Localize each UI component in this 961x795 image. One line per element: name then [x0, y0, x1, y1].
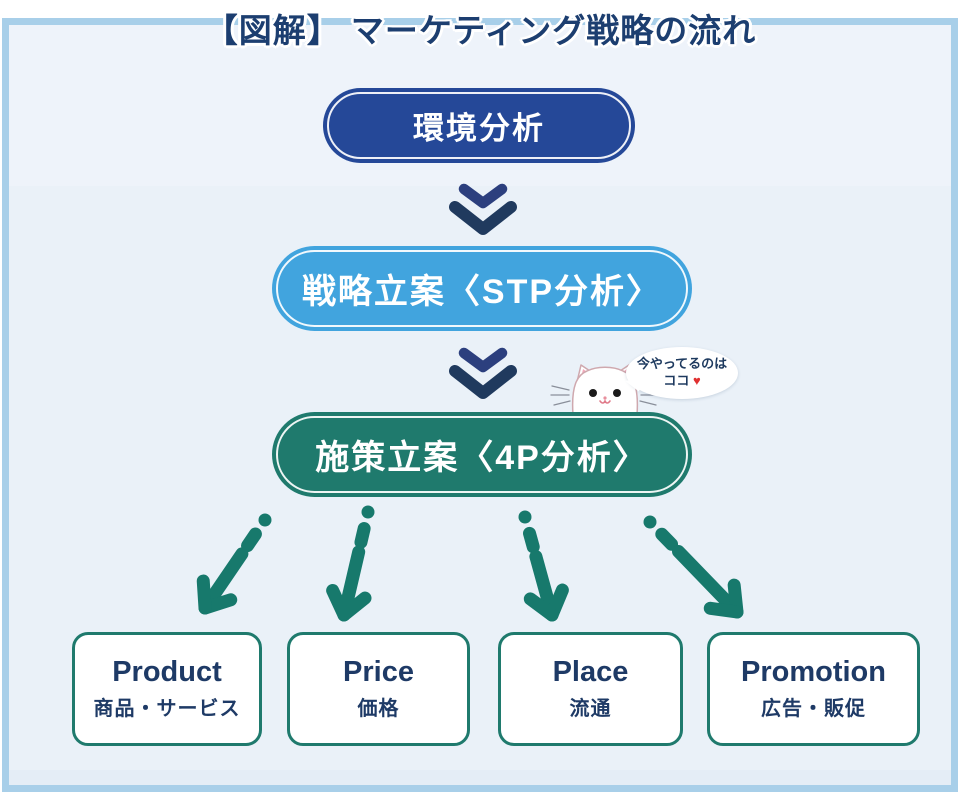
arrow-to-product [196, 513, 272, 615]
box-price-title: Price [343, 655, 414, 688]
box-product-subtitle: 商品・サービス [93, 698, 241, 721]
box-product-title: Product [112, 655, 222, 688]
box-promotion-title: Promotion [741, 655, 886, 688]
step-tactics-planning: 施策立案〈4P分析〉 [272, 412, 692, 497]
box-place-title: Place [552, 655, 629, 688]
step-tactics-planning-label: 施策立案〈4P分析〉 [315, 439, 649, 477]
box-promotion-subtitle: 広告・販促 [761, 698, 866, 721]
speech-bubble-line2: ココ ♥ [663, 373, 701, 388]
double-chevron-down-icon [449, 347, 517, 399]
arrow-to-price [326, 505, 375, 622]
step-environment-analysis-label: 環境分析 [413, 111, 545, 146]
box-place: Place 流通 [498, 632, 683, 746]
background-band-bottom [9, 770, 951, 785]
box-price: Price 価格 [287, 632, 470, 746]
arrow-to-promotion [643, 515, 744, 619]
page-title: 【図解】 マーケティング戦略の流れ [204, 12, 757, 49]
box-price-subtitle: 価格 [357, 698, 400, 721]
speech-bubble-line1: 今やってるのは [636, 356, 728, 372]
double-chevron-down-icon [449, 183, 517, 235]
speech-bubble: 今やってるのは ココ ♥ [626, 347, 738, 399]
box-product: Product 商品・サービス [72, 632, 262, 746]
step-strategy-planning-label: 戦略立案〈STP分析〉 [301, 273, 663, 311]
heart-icon: ♥ [692, 373, 701, 388]
box-promotion: Promotion 広告・販促 [707, 632, 920, 746]
arrow-to-place [518, 510, 569, 622]
fanout-arrows [196, 505, 744, 622]
box-place-subtitle: 流通 [569, 698, 612, 721]
step-strategy-planning: 戦略立案〈STP分析〉 [272, 246, 692, 331]
step-environment-analysis: 環境分析 [323, 88, 635, 163]
